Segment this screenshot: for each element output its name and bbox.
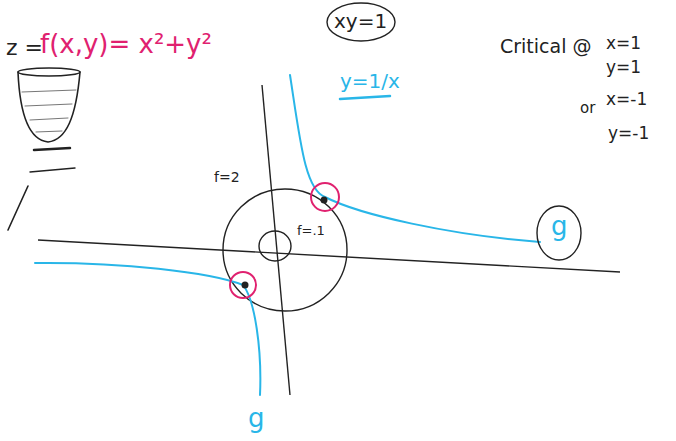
constraint-name: g (248, 404, 265, 433)
level-label: f=.1 (297, 224, 325, 238)
constraint-name: g (551, 212, 568, 241)
critical-note: Critical @ (500, 36, 592, 57)
critical-value: x=-1 (606, 90, 647, 109)
constraint-equation: xy=1 (334, 10, 387, 32)
critical-value: x=1 (606, 34, 641, 53)
function-equals: z = (6, 36, 43, 60)
critical-value: y=-1 (608, 124, 649, 143)
paraboloid-sketch (8, 68, 80, 230)
axes (38, 85, 620, 395)
level-curves (223, 189, 347, 311)
function-formula: f(x,y)= x²+y² (40, 30, 212, 59)
level-label: f=2 (214, 170, 240, 185)
or-note: or (580, 100, 595, 117)
constraint-curve (35, 75, 540, 395)
constraint-solved: y=1/x (340, 70, 400, 92)
critical-points (230, 183, 339, 298)
critical-value: y=1 (606, 58, 641, 77)
